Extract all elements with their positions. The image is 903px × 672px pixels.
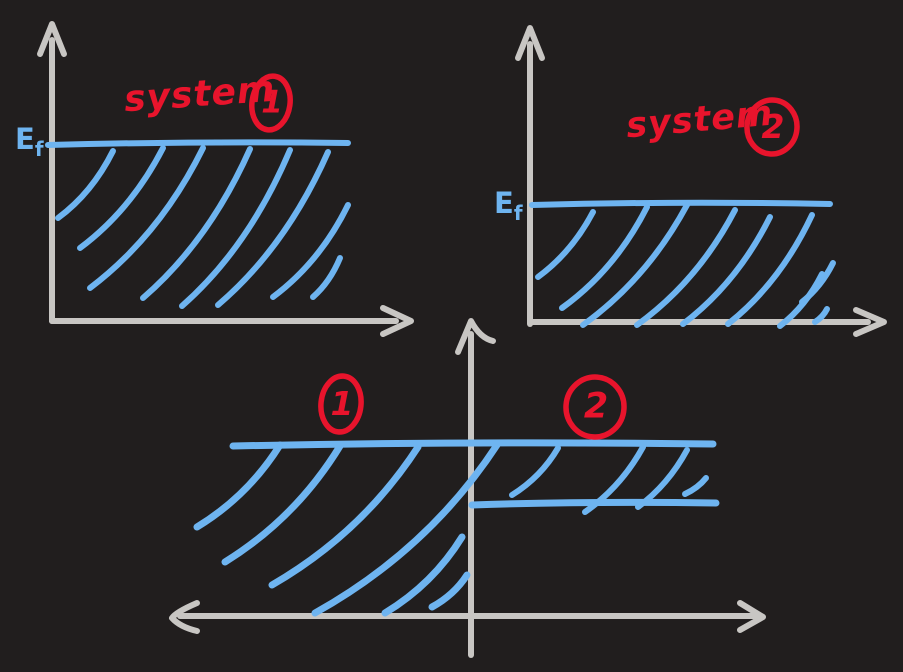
combined-y-axis-arrow-icon bbox=[455, 318, 496, 355]
combined-x-axis bbox=[169, 600, 766, 634]
panel1-y-axis-arrow-icon bbox=[37, 21, 67, 57]
panel2-y-axis bbox=[515, 25, 545, 327]
panel1-x-axis bbox=[49, 305, 414, 337]
combined-left-number: 1 bbox=[330, 383, 354, 423]
panel1-x-axis-arrow-icon bbox=[380, 305, 414, 337]
combined-left-hatching bbox=[193, 441, 501, 617]
panel1-number: 1 bbox=[261, 84, 283, 121]
panel2-hatching bbox=[535, 202, 836, 329]
panel2-number-circle bbox=[744, 97, 800, 157]
panel1-fermi-label: Ef bbox=[15, 122, 44, 161]
combined-right-number-circle bbox=[563, 374, 627, 440]
combined-left-number-circle bbox=[318, 373, 364, 435]
panel1-hatching bbox=[55, 145, 351, 309]
panel2-x-axis-arrow-icon bbox=[853, 307, 887, 337]
panel1-fermi-line bbox=[45, 139, 351, 148]
combined-upper-fermi-line bbox=[229, 439, 717, 450]
panel2-fermi-line bbox=[529, 199, 833, 208]
combined-right-number: 2 bbox=[583, 386, 609, 427]
panel2-fermi-label: Ef bbox=[494, 186, 523, 225]
panel2-number: 2 bbox=[761, 106, 785, 146]
combined-lower-fermi-line bbox=[468, 498, 720, 509]
combined-right-hatching bbox=[509, 444, 709, 515]
combined-x-axis-right-arrow-icon bbox=[737, 600, 766, 633]
panel2-y-axis-arrow-icon bbox=[515, 25, 545, 61]
combined-x-axis-left-arrow-icon bbox=[169, 600, 200, 634]
panel1-number-circle bbox=[249, 73, 293, 133]
panel1-y-axis bbox=[37, 21, 67, 324]
combined-y-axis bbox=[455, 318, 496, 658]
